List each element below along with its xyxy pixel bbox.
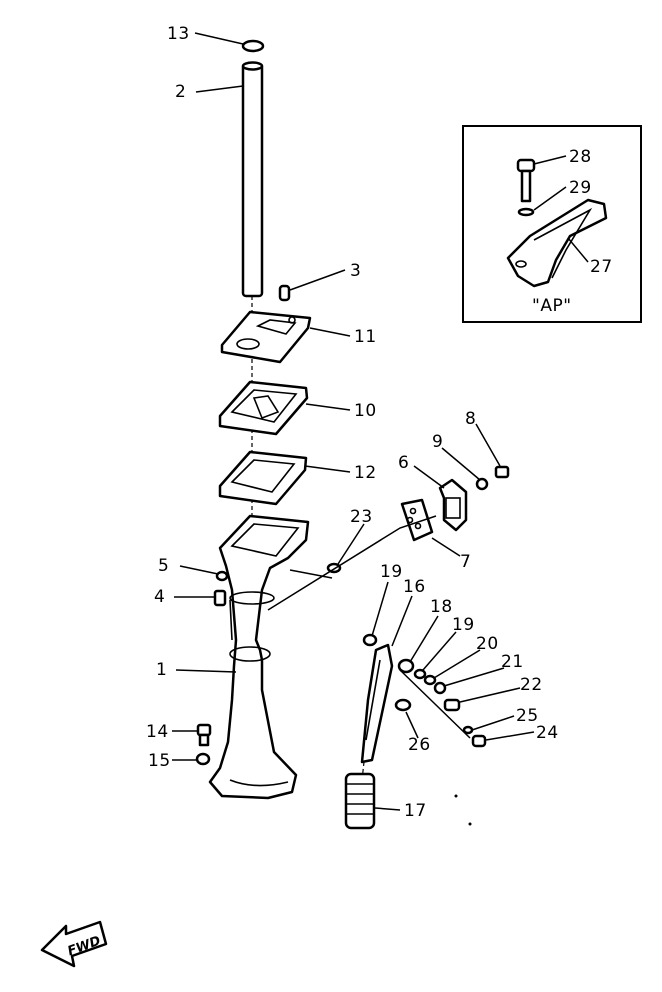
- callout-13: 13: [167, 24, 190, 44]
- shift-rod-part-16: [360, 643, 394, 764]
- callout-22: 22: [520, 675, 543, 695]
- washer-part-21: [433, 681, 447, 695]
- bracket-part-27: [506, 198, 608, 288]
- callout-11: 11: [354, 327, 377, 347]
- upper-casing-part-1: [208, 514, 310, 800]
- callout-15: 15: [148, 751, 171, 771]
- callout-7: 7: [460, 552, 471, 572]
- callout-18: 18: [430, 597, 453, 617]
- callout-20: 20: [476, 634, 499, 654]
- callout-2: 2: [175, 82, 186, 102]
- gasket-part-12: [218, 450, 308, 506]
- washer-part-29: [517, 207, 535, 217]
- callout-6: 6: [398, 453, 409, 473]
- bolt-part-4: [213, 589, 227, 607]
- scan-speck: [468, 822, 472, 826]
- leader-lines: [172, 32, 535, 811]
- bolt-part-8: [494, 465, 510, 479]
- collar-part-18: [397, 658, 415, 674]
- washer-part-19b: [413, 668, 427, 680]
- inset-label: "AP": [532, 296, 572, 316]
- callout-14: 14: [146, 722, 169, 742]
- washer-part-9: [475, 477, 489, 491]
- callout-labels: 13 2 3 11 10 12 5 4 1 14 15 23 6 9 8 7 1…: [146, 24, 613, 821]
- callout-3: 3: [350, 261, 361, 281]
- washer-part-5: [215, 570, 229, 582]
- bolt-part-14: [196, 723, 212, 747]
- callout-27: 27: [590, 257, 613, 277]
- callout-29: 29: [569, 178, 592, 198]
- scan-speck: [454, 794, 458, 798]
- bolt-part-22: [443, 698, 461, 712]
- spring-part-20: [423, 674, 437, 686]
- bracket-part-6: [438, 478, 468, 532]
- cap-part-13: [241, 39, 265, 53]
- grip-part-17: [344, 772, 376, 830]
- callout-17: 17: [404, 801, 427, 821]
- bolt-part-28: [516, 158, 536, 203]
- callout-25: 25: [516, 706, 539, 726]
- callout-12: 12: [354, 463, 377, 483]
- callout-10: 10: [354, 401, 377, 421]
- screw-part-24: [471, 734, 487, 748]
- inset-ap: "AP": [462, 125, 642, 323]
- callout-26: 26: [408, 735, 431, 755]
- callout-19a: 19: [380, 562, 403, 582]
- callout-16: 16: [403, 577, 426, 597]
- callout-5: 5: [158, 556, 169, 576]
- washer-part-19a: [362, 633, 378, 647]
- callout-9: 9: [432, 432, 443, 452]
- plate-part-10: [218, 380, 309, 436]
- nut-part-15: [195, 752, 211, 766]
- assembly-guide-line: [267, 515, 437, 611]
- callout-24: 24: [536, 723, 559, 743]
- callout-4: 4: [154, 587, 165, 607]
- callout-8: 8: [465, 409, 476, 429]
- pipe-part-2: [241, 61, 264, 298]
- nut-part-26: [394, 698, 412, 712]
- callout-23: 23: [350, 507, 373, 527]
- plug-part-3: [278, 284, 291, 302]
- callout-1: 1: [156, 660, 167, 680]
- washer-part-25: [462, 725, 474, 735]
- plate-part-7: [400, 498, 434, 542]
- forward-arrow-icon: FWD: [40, 920, 108, 968]
- plate-part-11: [220, 310, 312, 364]
- callout-28: 28: [569, 147, 592, 167]
- callout-21: 21: [501, 652, 524, 672]
- callout-19b: 19: [452, 615, 475, 635]
